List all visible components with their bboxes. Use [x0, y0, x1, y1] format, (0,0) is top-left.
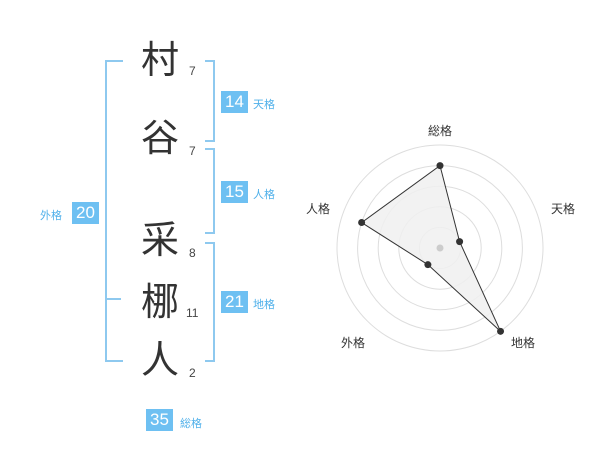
- radar-point-3: [497, 327, 505, 335]
- radar-point-4: [424, 261, 432, 269]
- radar-point-5: [358, 219, 366, 227]
- chikaku-bracket: [205, 242, 215, 362]
- name-char-1: 村: [141, 38, 180, 82]
- tenkaku-label: 天格: [253, 98, 275, 111]
- radar-center-point: [436, 244, 444, 252]
- tenkaku-value: 14: [221, 91, 248, 113]
- radar-point-1: [436, 162, 444, 170]
- gaikaku-bracket: [105, 60, 123, 362]
- name-char-3: 采: [141, 218, 180, 262]
- radar-score-polygon: [360, 164, 501, 332]
- jinkaku-label: 人格: [253, 188, 275, 201]
- stroke-count-2: 7: [189, 144, 196, 158]
- radar-label-soukaku: 総格: [428, 124, 453, 138]
- radar-label-tenkaku: 天格: [551, 202, 576, 216]
- name-char-2: 谷: [141, 116, 180, 160]
- chikaku-label: 地格: [253, 298, 275, 311]
- stroke-count-5: 2: [189, 366, 196, 380]
- stroke-count-1: 7: [189, 64, 196, 78]
- name-char-5: 人: [141, 338, 180, 382]
- tenkaku-bracket: [205, 60, 215, 142]
- name-char-4: 梛: [141, 280, 180, 324]
- jinkaku-bracket: [205, 148, 215, 234]
- radar-label-jinkaku: 人格: [306, 202, 331, 216]
- radar-grid-ring: [336, 144, 544, 352]
- jinkaku-value: 15: [221, 181, 248, 203]
- radar-point-2: [456, 238, 464, 246]
- gaikaku-bracket-tick: [105, 298, 121, 300]
- gaikaku-label: 外格: [40, 209, 62, 222]
- chikaku-value: 21: [221, 291, 248, 313]
- gaikaku-value: 20: [72, 202, 99, 224]
- stroke-count-3: 8: [189, 246, 196, 260]
- soukaku-label: 総格: [180, 417, 202, 430]
- soukaku-value: 35: [146, 409, 173, 431]
- radar-label-gaikaku: 外格: [341, 336, 366, 350]
- stroke-count-4: 11: [186, 306, 199, 320]
- radar-label-chikaku: 地格: [511, 336, 536, 350]
